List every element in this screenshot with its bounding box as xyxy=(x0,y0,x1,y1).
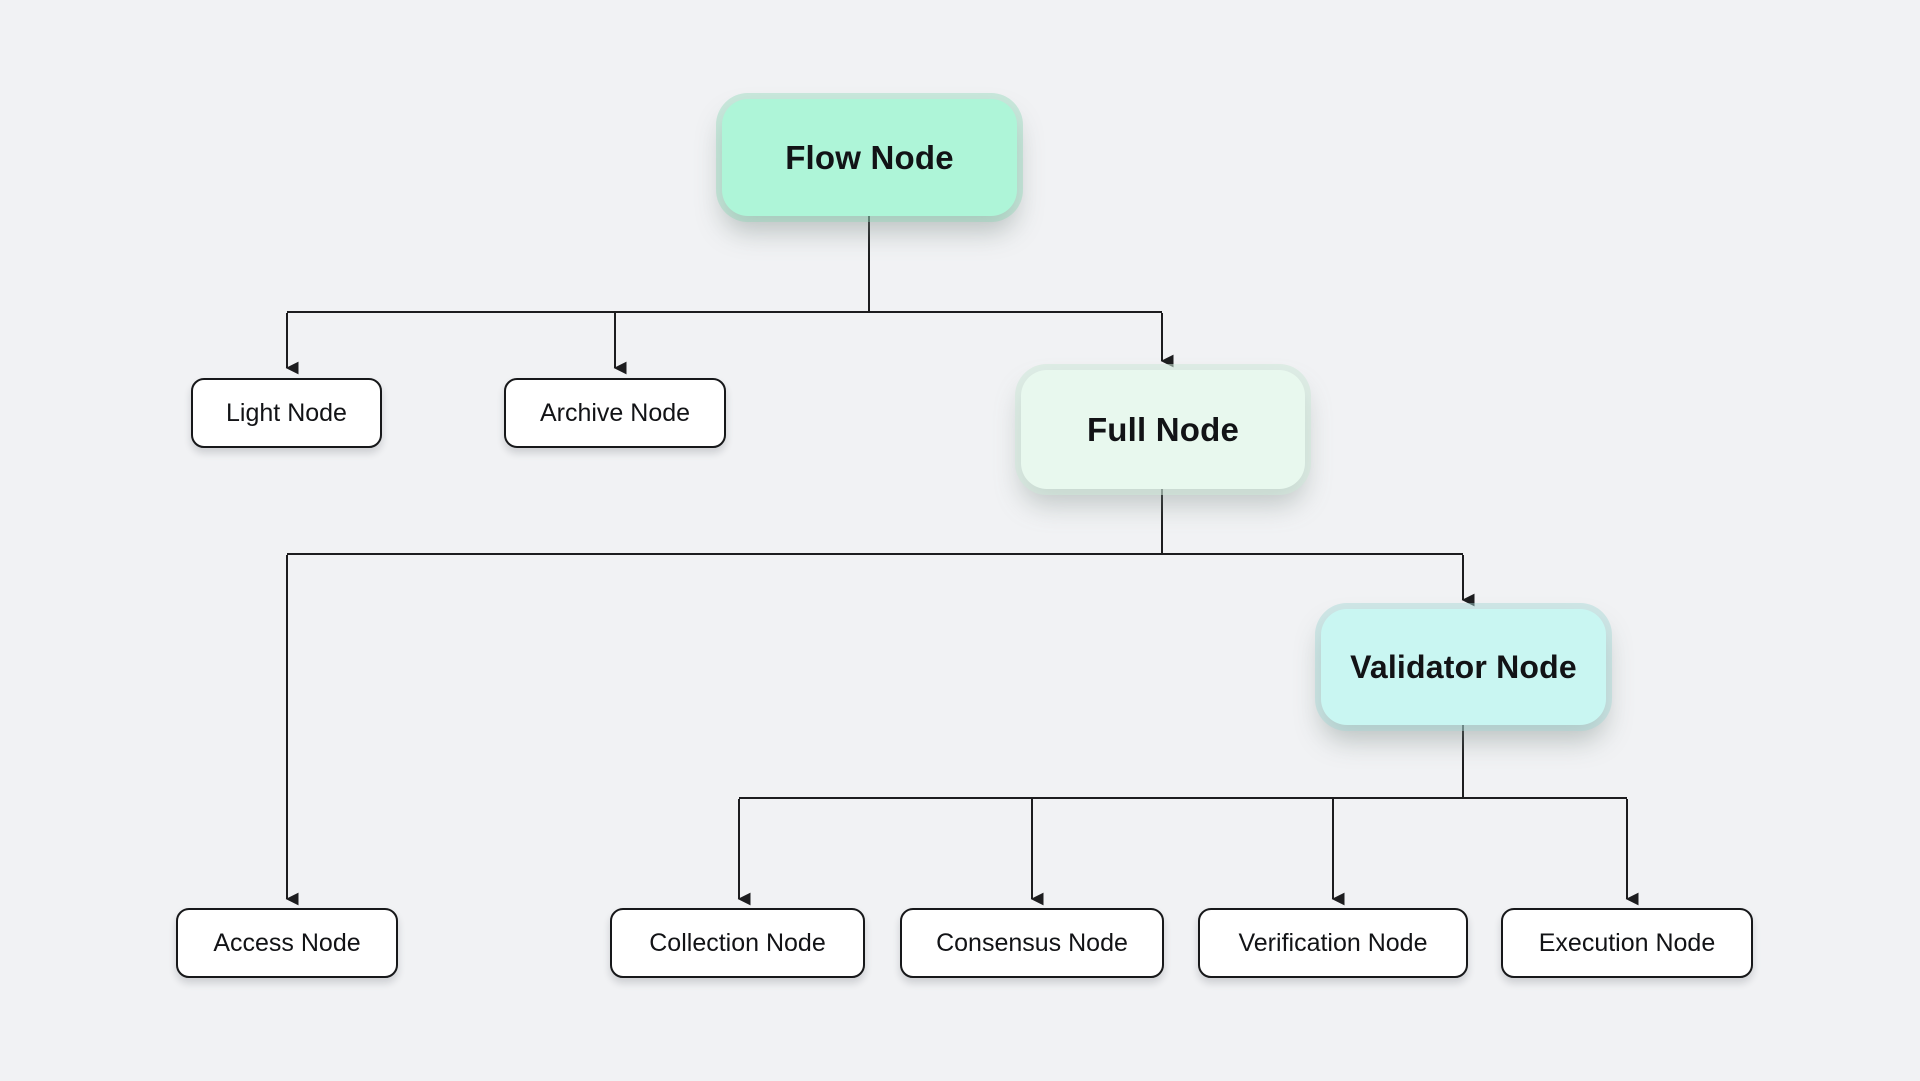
node-access: Access Node xyxy=(176,908,398,978)
node-archive-label: Archive Node xyxy=(539,398,691,427)
node-verification: Verification Node xyxy=(1198,908,1468,978)
node-archive: Archive Node xyxy=(504,378,726,448)
node-flow-label: Flow Node xyxy=(785,138,954,176)
node-execution: Execution Node xyxy=(1501,908,1753,978)
node-collection-label: Collection Node xyxy=(649,928,826,957)
node-access-label: Access Node xyxy=(213,928,361,957)
node-validator-label: Validator Node xyxy=(1350,648,1577,685)
node-consensus-label: Consensus Node xyxy=(936,928,1128,957)
node-full: Full Node xyxy=(1021,370,1305,489)
node-verification-label: Verification Node xyxy=(1238,928,1428,957)
node-consensus: Consensus Node xyxy=(900,908,1164,978)
node-light: Light Node xyxy=(191,378,382,448)
node-light-label: Light Node xyxy=(226,398,347,427)
node-full-label: Full Node xyxy=(1086,410,1240,448)
node-collection: Collection Node xyxy=(610,908,865,978)
node-execution-label: Execution Node xyxy=(1538,928,1716,957)
node-validator: Validator Node xyxy=(1321,609,1606,725)
node-flow: Flow Node xyxy=(722,99,1017,216)
